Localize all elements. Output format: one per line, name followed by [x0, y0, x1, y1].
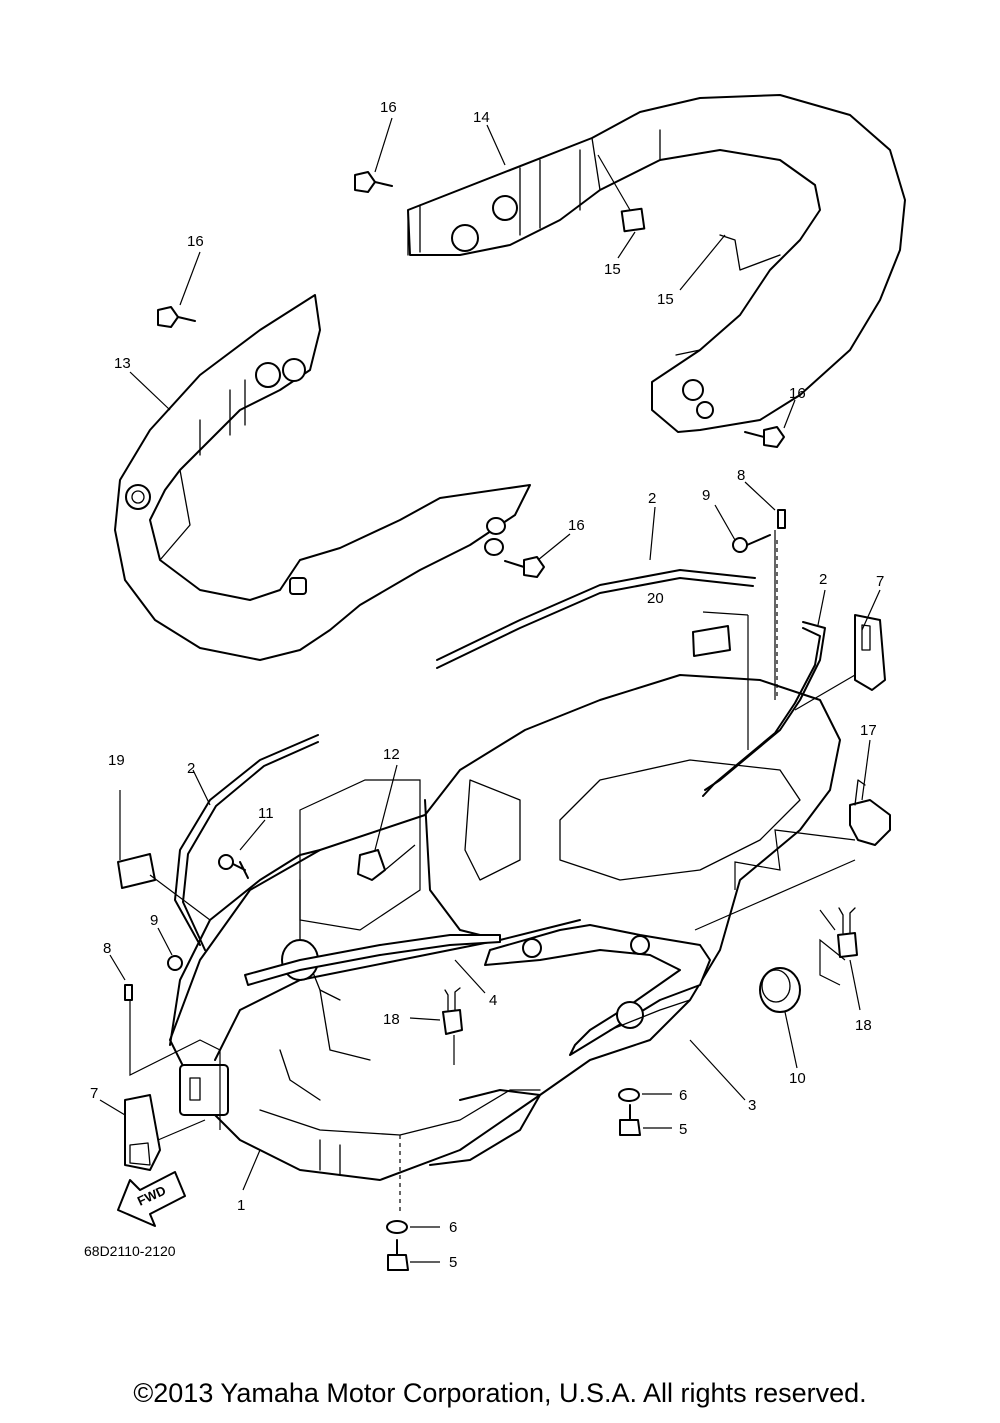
callout-9: 9 — [150, 912, 158, 929]
callout-7: 7 — [876, 573, 884, 590]
callout-16: 16 — [789, 385, 806, 402]
part-15-pads — [620, 207, 646, 233]
callout-5: 5 — [449, 1254, 457, 1271]
callout-16: 16 — [187, 233, 204, 250]
part-10-plug — [759, 967, 801, 1013]
part-1-lower-cover — [169, 674, 841, 1181]
callout-2: 2 — [648, 490, 656, 507]
callout-12: 12 — [383, 746, 400, 763]
part-12-grommet — [357, 849, 386, 881]
part-2-seals — [169, 569, 826, 1046]
callout-5: 5 — [679, 1121, 687, 1138]
part-13-front-bracket — [114, 294, 531, 661]
callout-14: 14 — [473, 109, 490, 126]
callout-11: 11 — [258, 805, 274, 822]
bolt-icon — [504, 556, 545, 578]
callout-3: 3 — [748, 1097, 756, 1114]
part-17-clamp — [849, 779, 891, 846]
part-18-clips — [442, 907, 858, 1035]
labels-19-20 — [117, 625, 731, 889]
callout-2: 2 — [819, 571, 827, 588]
bolt-icon — [744, 426, 785, 448]
callout-2: 2 — [187, 760, 195, 777]
leader-lines — [99, 117, 881, 1263]
callout-8: 8 — [103, 940, 111, 957]
fwd-arrow-icon: FWD — [117, 1171, 186, 1227]
part-code: 68D2110-2120 — [84, 1243, 176, 1259]
callout-16: 16 — [568, 517, 585, 534]
callout-1: 1 — [237, 1197, 245, 1214]
bolt-icon — [157, 306, 196, 328]
callout-13: 13 — [114, 355, 131, 372]
callout-4: 4 — [489, 992, 497, 1009]
callout-18: 18 — [383, 1011, 400, 1028]
part-16-bolts — [157, 171, 785, 578]
callout-19: 19 — [108, 752, 125, 769]
part-4-seal — [244, 934, 501, 986]
callout-7: 7 — [90, 1085, 98, 1102]
copyright-notice: ©2013 Yamaha Motor Corporation, U.S.A. A… — [133, 1378, 867, 1408]
callout-6: 6 — [679, 1087, 687, 1104]
callout-15: 15 — [657, 291, 674, 308]
callout-9: 9 — [702, 487, 710, 504]
part-5-6-hardware — [386, 1088, 641, 1271]
callout-8: 8 — [737, 467, 745, 484]
callout-6: 6 — [449, 1219, 457, 1236]
bolt-icon — [354, 171, 393, 193]
part-3-bottom-bracket — [484, 924, 711, 1056]
callout-20: 20 — [647, 590, 664, 607]
callout-10: 10 — [789, 1070, 806, 1087]
callout-labels: 16 14 16 15 15 13 16 16 2 9 8 7 2 20 17 … — [90, 99, 884, 1271]
callout-18: 18 — [855, 1017, 872, 1034]
part-7-latch — [124, 614, 886, 1171]
callout-17: 17 — [860, 722, 877, 739]
small-fasteners — [124, 509, 786, 1001]
part-14-rear-bracket — [407, 94, 906, 433]
callout-16: 16 — [380, 99, 397, 116]
callout-15: 15 — [604, 261, 621, 278]
